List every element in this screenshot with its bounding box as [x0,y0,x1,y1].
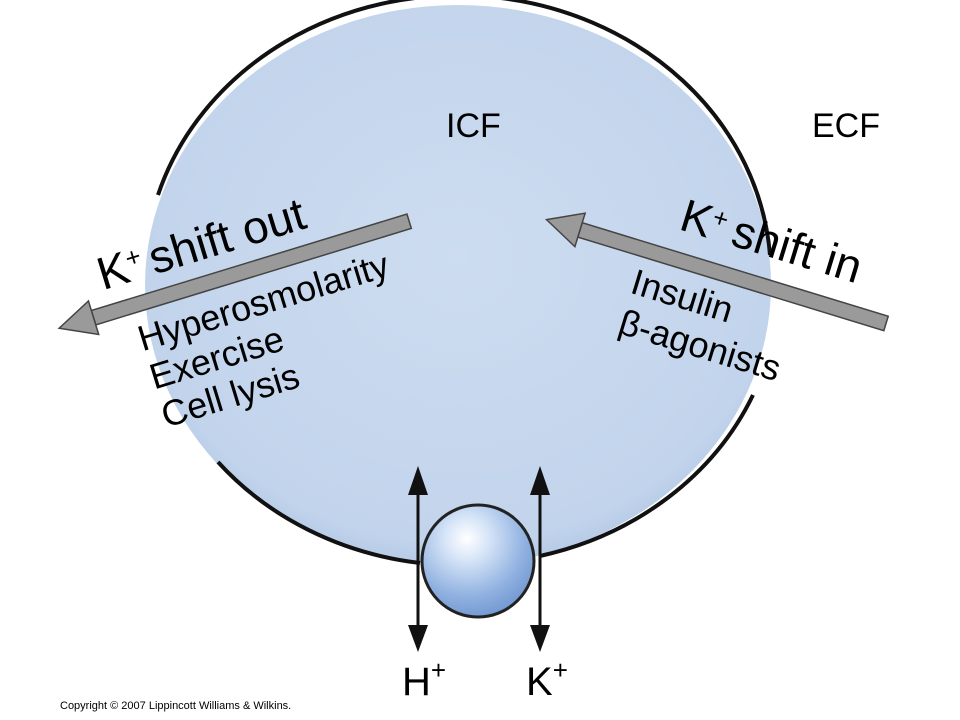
copyright-notice: Copyright © 2007 Lippincott Williams & W… [60,700,292,712]
shift-out-arrow [57,213,413,336]
k-ion-letter: K [526,660,553,704]
cell-body [145,5,771,565]
exchanger: H+ K+ [402,466,568,704]
cell-membrane-bottom-left [216,460,421,565]
k-ion-label: K+ [526,655,568,704]
cell-membrane-right [539,394,755,558]
h-ion-plus: + [431,655,446,685]
k-ion-plus: + [553,655,568,685]
h-ion-letter: H [402,660,431,704]
ecf-label: ECF [812,107,880,145]
cell [145,0,772,565]
icf-label: ICF [446,107,501,145]
k-arrow [530,466,550,652]
exchanger-sphere [420,503,536,619]
cell-membrane-left [156,0,772,256]
h-arrow [408,466,428,652]
shift-in-arrow [544,212,890,332]
h-ion-label: H+ [402,655,446,704]
